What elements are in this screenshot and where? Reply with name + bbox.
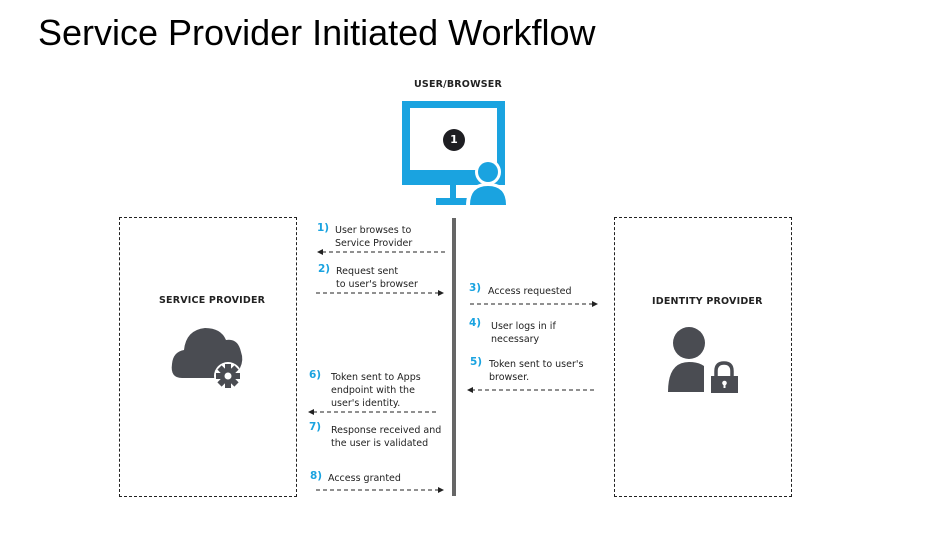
identity-provider-label: IDENTITY PROVIDER <box>652 296 763 307</box>
step-6-text: Token sent to Apps endpoint with the use… <box>331 372 421 409</box>
step-3-text: Access requested <box>488 286 572 297</box>
step-7-text: Response received and the user is valida… <box>331 425 442 449</box>
service-provider-box <box>119 217 297 497</box>
step-8-number: 8) <box>310 470 323 482</box>
step-1-text: User browses to Service Provider <box>335 225 413 249</box>
step-5-text: Token sent to user's browser. <box>489 359 584 383</box>
step-5-number: 5) <box>470 356 483 368</box>
timeline-line <box>452 218 456 496</box>
step-6-number: 6) <box>309 369 322 381</box>
step-3-number: 3) <box>469 282 482 294</box>
service-provider-label: SERVICE PROVIDER <box>159 295 266 306</box>
step-badge <box>443 129 465 151</box>
step-7-number: 7) <box>309 421 322 433</box>
user-browser-label: USER/BROWSER <box>414 79 502 90</box>
step-8-text: Access granted <box>328 473 401 484</box>
step-4-text: User logs in if necessary <box>491 321 556 345</box>
step-4-number: 4) <box>469 317 482 329</box>
step-badge-number: 1 <box>450 133 458 146</box>
step-2-number: 2) <box>318 263 331 275</box>
page-title: Service Provider Initiated Workflow <box>38 12 596 53</box>
identity-provider-box <box>614 217 792 497</box>
monitor-user-icon <box>402 101 510 206</box>
step-1-number: 1) <box>317 222 330 234</box>
step-2-text: Request sent to user's browser <box>336 266 418 290</box>
